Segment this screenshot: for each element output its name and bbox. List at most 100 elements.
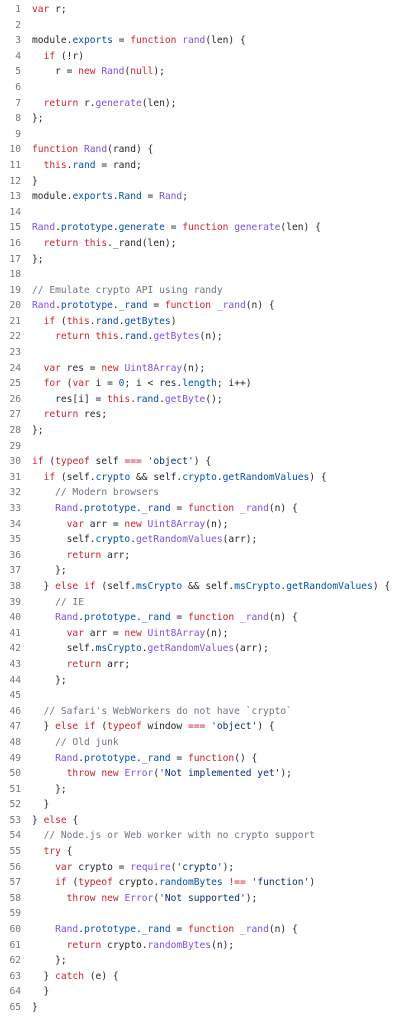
code-token: ( [153,892,160,904]
code-text: }; [32,252,401,268]
code-token: // Emulate crypto API using randy [32,284,223,296]
code-token [32,98,44,109]
code-token: function [187,924,235,936]
code-line: 59 [0,906,401,922]
code-token: (n) { [245,300,275,312]
code-text: throw new Error('Not supported'); [32,891,401,907]
code-token: 'object' [211,721,258,733]
line-number: 61 [9,939,21,951]
code-token [32,378,44,389]
code-token: crypto [182,471,217,483]
code-token: for [43,378,61,390]
code-token: function [130,35,177,47]
line-number: 26 [9,393,21,405]
code-text: // Old junk [32,735,401,751]
code-token: // Modern browsers [55,487,160,499]
code-line: 40 Rand.prototype._rand = function _rand… [0,610,401,626]
code-token: Rand [55,752,79,764]
code-token: exports [72,191,113,203]
code-token: new [101,362,119,374]
code-line: 58 throw new Error('Not supported'); [0,891,401,907]
line-number: 60 [9,924,21,936]
code-text: if (typeof self === 'object') { [32,454,401,470]
code-token: ( [124,66,131,78]
line-number: 9 [15,128,21,140]
code-token: prototype [84,924,136,936]
code-token: ) { [193,456,212,468]
code-token: throw [66,768,96,780]
code-token: ) { [372,580,391,592]
code-token: . [130,393,136,405]
line-number: 25 [9,378,21,390]
line-number: 8 [15,113,21,125]
code-text: if (self.crypto && self.crypto.getRandom… [32,470,401,486]
code-text: r = new Rand(null); [32,64,401,80]
code-token: 'crypto' [176,861,223,873]
code-token: . [89,315,96,327]
code-token: }; [32,955,67,967]
code-token: ); [245,892,258,904]
code-line: 16 return this._rand(len); [0,236,401,252]
code-token: self [89,456,125,468]
code-token: this [95,331,119,343]
code-token: if [43,471,56,483]
code-token: else [55,580,79,592]
code-token: = [170,503,188,514]
code-text: }; [32,111,401,127]
code-text: res[i] = this.rand.getByte(); [32,392,401,408]
code-token: && self. [182,580,235,592]
line-number: 1 [15,4,21,15]
code-token: === [188,721,206,733]
code-text: if (!r) [32,49,401,65]
code-token: randomBytes [147,939,212,951]
code-token: }; [32,674,67,686]
code-line: 33 Rand.prototype._rand = function _rand… [0,501,401,517]
code-line: 21 if (this.rand.getBytes) [0,314,401,330]
code-token: self. [32,643,96,655]
code-text: } else { [32,813,401,829]
code-line: 34 var arr = new Uint8Array(n); [0,517,401,533]
code-token [32,331,55,342]
code-text: } [32,1000,401,1016]
line-number: 62 [9,955,21,967]
code-token: Rand [32,222,56,234]
line-number: 3 [15,35,21,47]
code-token: (n); [205,518,229,530]
code-text: var arr = new Uint8Array(n); [32,626,401,642]
code-token: return [43,237,79,249]
code-token: function [187,612,235,624]
code-text: // Node.js or Web worker with no crypto … [32,828,401,844]
code-token: try [43,846,61,858]
code-token: return [43,97,79,109]
code-token: . [78,924,84,936]
code-token: Rand [101,66,125,78]
code-token [32,238,44,249]
line-number: 59 [9,908,21,920]
line-number: 16 [9,237,21,249]
code-token: (len) { [205,35,246,47]
code-token: rand [135,393,160,405]
code-token: } [32,814,44,826]
code-token: (!r) [55,50,85,62]
code-token [32,51,44,62]
code-token: ; i++) [216,378,252,390]
code-token [32,940,67,951]
code-token: crypto [95,534,131,546]
code-token: var [43,362,61,374]
line-number: 29 [9,440,21,452]
code-token: }; [32,113,44,125]
code-line: 27 return res; [0,407,401,423]
code-token: msCrypto [234,580,281,592]
code-token [32,659,67,670]
code-token: !== [228,877,246,889]
code-line: 43 return arr; [0,657,401,673]
code-line: 41 var arr = new Uint8Array(n); [0,626,401,642]
code-token: ) { [257,721,275,733]
code-token: . [130,534,136,546]
code-token: res = [60,362,102,374]
line-number: 17 [9,253,21,265]
code-text: } else if (typeof window === 'object') { [32,719,401,735]
code-text: // Safari's WebWorkers do not have `cryp… [32,704,401,720]
code-text: Rand.prototype._rand = function() { [32,751,401,767]
